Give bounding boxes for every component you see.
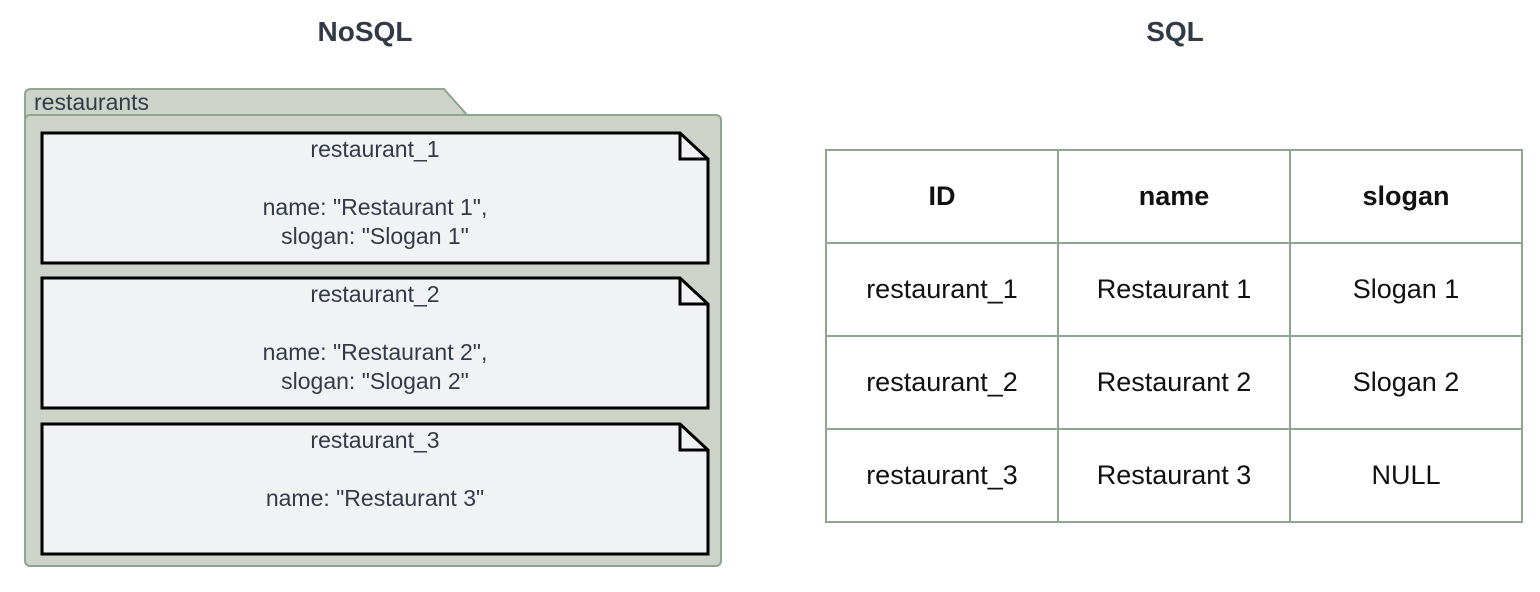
document-card: restaurant_1 name: "Restaurant 1", sloga… (40, 131, 710, 265)
column-header-id: ID (825, 149, 1059, 244)
table-cell: Slogan 2 (1289, 335, 1523, 430)
table-row: restaurant_3 Restaurant 3 NULL (825, 428, 1523, 523)
table-row: restaurant_1 Restaurant 1 Slogan 1 (825, 242, 1523, 337)
table-cell: restaurant_1 (825, 242, 1059, 337)
document-id: restaurant_1 (310, 136, 440, 162)
document-shape (40, 276, 710, 410)
document-shape (40, 422, 710, 556)
sql-table: ID name slogan restaurant_1 Restaurant 1… (825, 149, 1523, 523)
table-cell: Slogan 1 (1289, 242, 1523, 337)
table-cell: NULL (1289, 428, 1523, 523)
table-cell: Restaurant 1 (1057, 242, 1291, 337)
document-field-line: name: "Restaurant 1", (262, 194, 488, 220)
table-cell: restaurant_3 (825, 428, 1059, 523)
sql-heading: SQL (1146, 16, 1204, 47)
table-cell: Restaurant 2 (1057, 335, 1291, 430)
document-shape (40, 131, 710, 265)
collection-name: restaurants (34, 89, 150, 115)
document-card: restaurant_2 name: "Restaurant 2", sloga… (40, 276, 710, 410)
document-id: restaurant_3 (310, 427, 440, 453)
document-field-line: name: "Restaurant 3" (265, 485, 485, 511)
column-header-slogan: slogan (1289, 149, 1523, 244)
table-row: restaurant_2 Restaurant 2 Slogan 2 (825, 335, 1523, 430)
document-field-line: slogan: "Slogan 2" (281, 368, 469, 394)
table-cell: restaurant_2 (825, 335, 1059, 430)
table-cell: Restaurant 3 (1057, 428, 1291, 523)
table-header-row: ID name slogan (825, 149, 1523, 244)
document-id: restaurant_2 (310, 281, 440, 307)
column-header-name: name (1057, 149, 1291, 244)
document-field-line: slogan: "Slogan 1" (281, 223, 469, 249)
document-card: restaurant_3 name: "Restaurant 3" (40, 422, 710, 556)
nosql-heading: NoSQL (317, 16, 413, 47)
document-field-line: name: "Restaurant 2", (262, 339, 488, 365)
